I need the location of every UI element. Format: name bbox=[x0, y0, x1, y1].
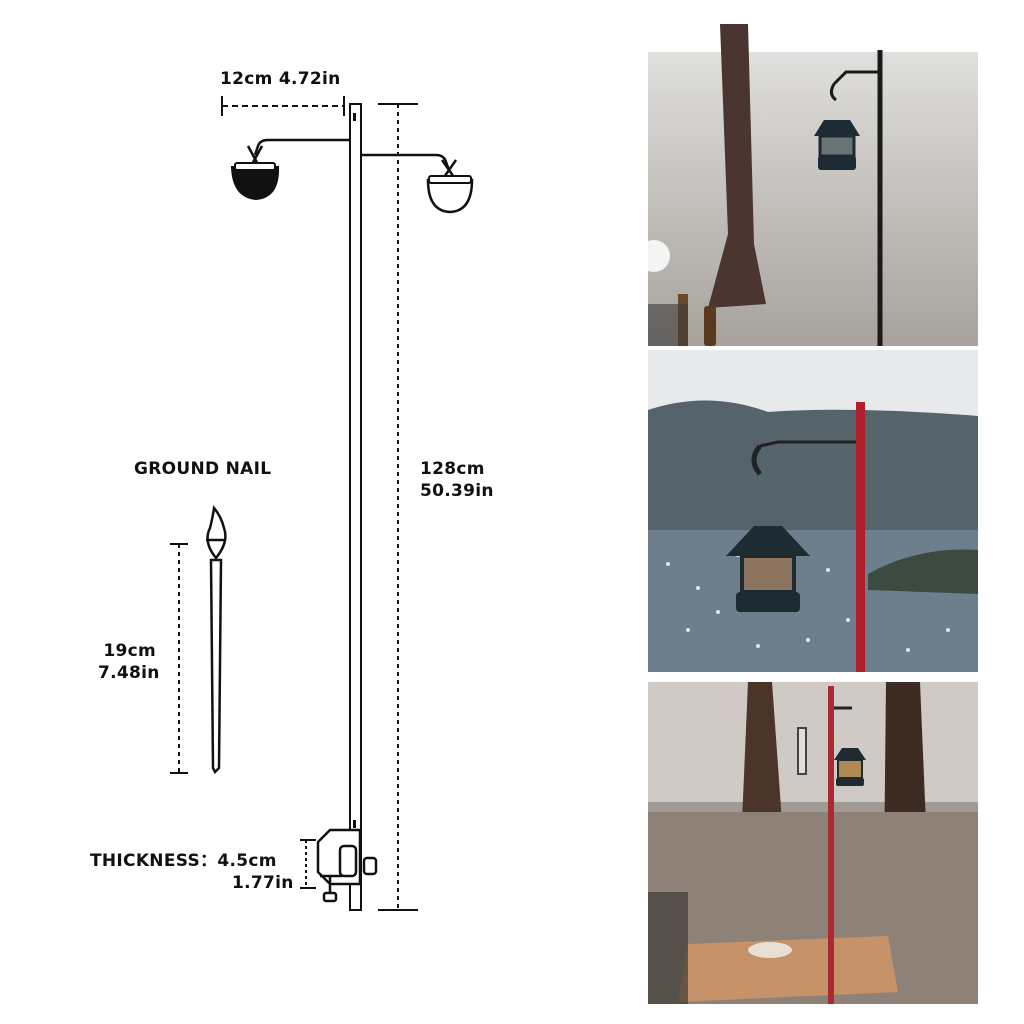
lantern-icon bbox=[814, 120, 860, 170]
lantern-icon bbox=[726, 526, 810, 612]
tree-trunk bbox=[708, 24, 766, 308]
nail-in: 7.48in bbox=[98, 663, 160, 683]
thickness-in: 1.77in bbox=[232, 873, 294, 893]
wooden-table bbox=[678, 936, 898, 1002]
left-basket bbox=[230, 162, 280, 201]
thickness-cm: 4.5cm bbox=[217, 851, 277, 871]
arm-length-label: 12cm 4.72in bbox=[220, 69, 341, 89]
thickness-prefix: THICKNESS： bbox=[90, 851, 218, 871]
nail-length-label: 19cm 7.48in bbox=[98, 640, 160, 684]
height-cm: 128cm bbox=[420, 459, 485, 479]
photo-forest-table bbox=[648, 682, 978, 1004]
height-label: 128cm 50.39in bbox=[420, 458, 494, 502]
height-dimension-line bbox=[378, 103, 418, 911]
arm-dimension-line bbox=[221, 96, 345, 116]
thickness-label: THICKNESS：4.5cm bbox=[90, 850, 277, 872]
nail-dimension-line bbox=[170, 543, 188, 774]
nail-cm: 19cm bbox=[103, 641, 156, 661]
ground-nail-title: GROUND NAIL bbox=[134, 459, 272, 479]
red-pole bbox=[828, 686, 834, 1004]
photo-forest-gravel bbox=[648, 24, 978, 346]
red-pole bbox=[856, 402, 865, 672]
right-basket bbox=[426, 175, 474, 214]
thickness-dimension-line bbox=[300, 839, 316, 889]
table-clamp bbox=[316, 828, 378, 903]
lantern-icon bbox=[834, 748, 866, 786]
photo-lakeside bbox=[648, 350, 978, 672]
main-pole bbox=[349, 103, 362, 911]
ground-nail bbox=[206, 505, 227, 775]
height-in: 50.39in bbox=[420, 481, 494, 501]
